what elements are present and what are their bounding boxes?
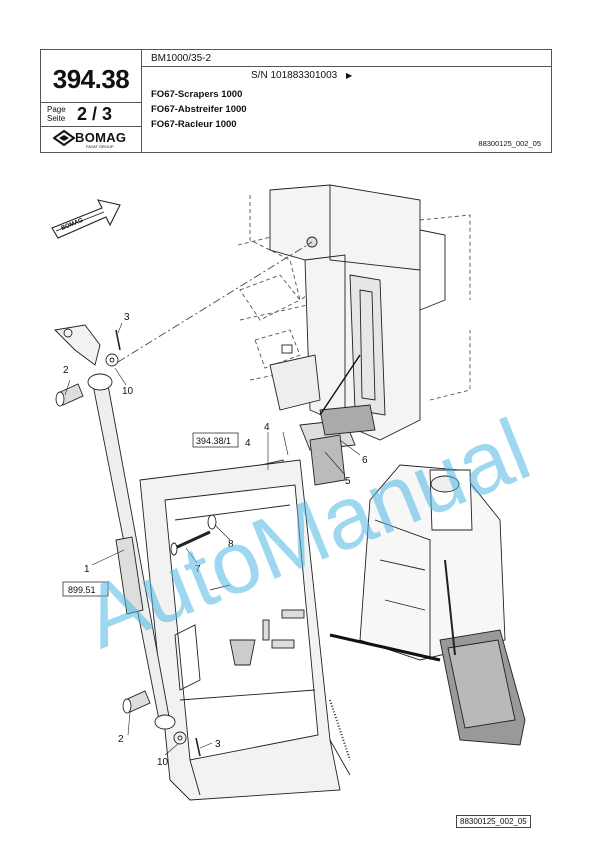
- bolt: [170, 514, 217, 556]
- divider: [41, 102, 141, 103]
- page-number: 394.38: [52, 64, 130, 94]
- callout-3: 3: [124, 312, 130, 323]
- split-pin: [195, 737, 201, 757]
- callout-2: 2: [63, 365, 69, 376]
- ref-box-frame: [192, 432, 239, 448]
- footer-ref-code: 88300125_002_05: [456, 815, 531, 828]
- callout-4: 4: [245, 438, 251, 449]
- washer: [105, 353, 119, 367]
- divider: [141, 66, 552, 67]
- page-label-de: Seite: [47, 114, 66, 123]
- callout-6: 6: [362, 455, 368, 466]
- callout-7: 7: [195, 564, 201, 575]
- ref-box-394-38-1: 394.38/1: [196, 436, 231, 446]
- hydraulic-cylinder: [54, 324, 176, 730]
- ref-box-899-51: 899.51: [68, 585, 96, 595]
- page-value: 2 / 3: [77, 104, 113, 124]
- pin: [122, 690, 151, 714]
- leader-lines: [64, 322, 361, 756]
- exploded-parts-drawing: 1 2 2 3 3 4 4 5 6 7 8 10 10 394.38/1 899…: [51, 184, 543, 801]
- ref-box-frame: [62, 581, 109, 597]
- pin: [55, 383, 84, 407]
- title-list: FO67-Scrapers 1000 FO67-Abstreifer 1000 …: [151, 87, 247, 132]
- logo-text: BOMAG: [75, 130, 127, 145]
- split-pin: [115, 329, 121, 351]
- callout-10: 10: [157, 757, 169, 768]
- scraper-mount-frame: [269, 184, 446, 441]
- alignment-line: [117, 241, 313, 363]
- callout-5: 5: [345, 476, 351, 487]
- bomag-logo-icon: [53, 130, 75, 146]
- title-fr: FO67-Racleur 1000: [151, 119, 237, 130]
- assembled-view: [329, 464, 526, 746]
- title-en: FO67-Scrapers 1000: [151, 89, 243, 100]
- scraper-frame: [139, 459, 351, 801]
- callout-3: 3: [215, 739, 221, 750]
- page-label-en: Page: [47, 105, 66, 114]
- page-label: Page Seite: [47, 105, 66, 123]
- play-arrow-icon: ▶: [345, 71, 353, 80]
- scraper-blades-upper: [299, 354, 376, 486]
- model-name: BM1000/35-2: [151, 53, 212, 64]
- title-de: FO67-Abstreifer 1000: [151, 104, 247, 115]
- callout-2: 2: [118, 734, 124, 745]
- callout-1: 1: [84, 564, 90, 575]
- divider: [141, 50, 142, 153]
- washer: [173, 731, 187, 745]
- header-block: BM1000/35-2 394.38 Page Seite 2 / 3 BOMA…: [40, 49, 552, 153]
- direction-arrow-icon: [51, 199, 121, 239]
- bomag-logo: BOMAG FAYAT GROUP: [53, 130, 133, 150]
- logo-subtext: FAYAT GROUP: [86, 144, 114, 149]
- serial-number: S/N 101883301003 ▶: [251, 70, 352, 81]
- callout-4: 4: [264, 422, 270, 433]
- serial-text: S/N 101883301003: [251, 70, 338, 81]
- divider: [41, 126, 141, 127]
- callout-10: 10: [122, 386, 134, 397]
- ref-code: 88300125_002_05: [478, 139, 541, 148]
- callout-8: 8: [228, 539, 234, 550]
